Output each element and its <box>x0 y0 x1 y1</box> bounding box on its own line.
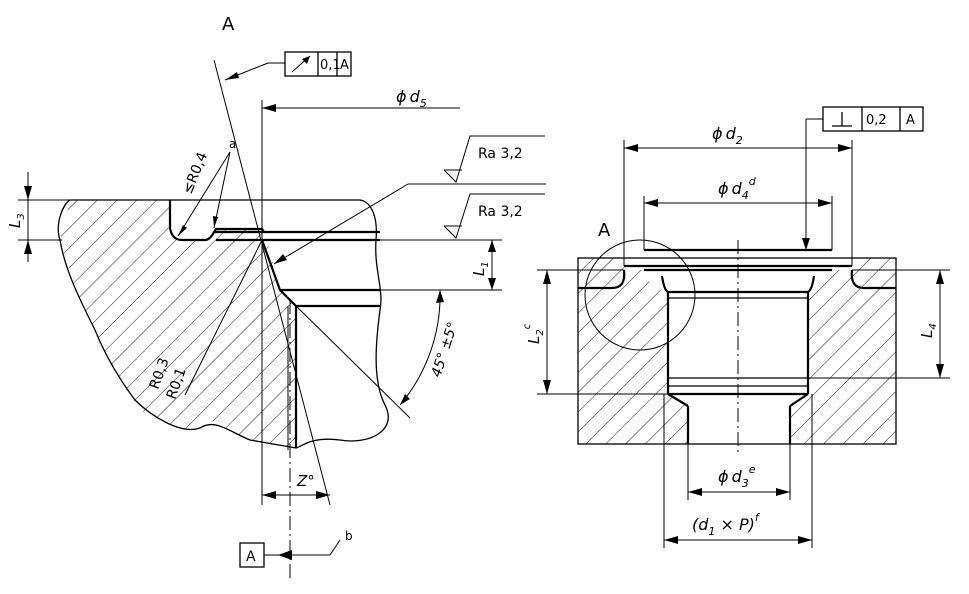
runout-datum: A <box>340 58 349 73</box>
L4-label: L4 <box>918 323 939 338</box>
L2-label: L2c <box>522 323 546 344</box>
note-a: a <box>229 137 236 151</box>
perp-value: 0,2 <box>866 113 887 128</box>
roughness-symbol-lower: Ra 3,2 <box>443 193 545 239</box>
roughness-upper-text: Ra 3,2 <box>478 146 523 162</box>
L1-label: L1 <box>470 261 491 276</box>
runout-tolerance-frame: 0,1 A <box>284 51 352 77</box>
right-hatched-material <box>578 258 688 444</box>
note-b: b <box>345 529 353 543</box>
roughness-lower-text: Ra 3,2 <box>478 204 523 220</box>
detail-letter: A <box>598 220 611 241</box>
left-profile <box>168 200 265 242</box>
detail-circle <box>584 239 696 351</box>
angle-45-label: 45° ±5° <box>429 320 462 379</box>
roughness-symbol-upper: Ra 3,2 <box>443 135 545 183</box>
right-block-outline <box>577 257 897 445</box>
L3-label: L3 <box>6 213 27 228</box>
angle-z-label: Z° <box>296 472 315 490</box>
perpendicularity-icon <box>832 112 852 127</box>
datum-A-box: A b <box>239 529 353 568</box>
datum-A-label: A <box>246 549 256 565</box>
thread-label: (d1 × P)f <box>692 511 761 538</box>
runout-value: 0,1 <box>320 58 341 73</box>
runout-arrow-icon <box>291 55 311 73</box>
section-letter: A <box>222 14 235 35</box>
perpendicularity-frame: 0,2 A <box>822 106 924 132</box>
perp-datum: A <box>906 113 915 128</box>
left-hatched-material <box>60 200 296 448</box>
